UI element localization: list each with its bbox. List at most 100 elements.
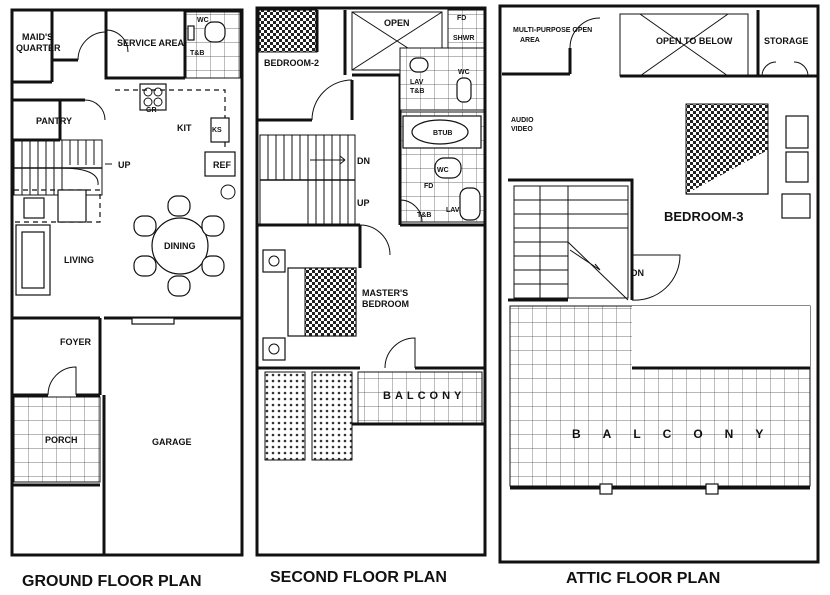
ground-tb-shelf [187, 25, 195, 41]
master-tb-door [399, 199, 423, 223]
attic-stair-door [631, 254, 681, 301]
burner-1 [143, 87, 153, 97]
label-ref: REF [213, 160, 232, 170]
burner-3 [143, 97, 153, 107]
label-lav-2: LAV [446, 207, 460, 214]
title-second-floor: SECOND FLOOR PLAN [270, 569, 447, 586]
label-living: LIVING [64, 255, 94, 265]
label-second-open: OPEN [384, 18, 410, 28]
storage-wall [620, 10, 818, 78]
label-lav: LAV [410, 79, 424, 86]
balcony-door-swing [384, 337, 416, 369]
ground-wc-fixture [204, 21, 226, 43]
sofa-cushion [21, 231, 45, 289]
label-porch: PORCH [45, 435, 78, 445]
lamp-1 [268, 255, 280, 267]
bedroom2-door-swing [311, 79, 353, 121]
label-attic-dn: DN [631, 268, 644, 278]
bedroom2-walls [257, 10, 347, 122]
maids-quarter-walls [12, 10, 78, 84]
label-second-balcony: BALCONY [383, 390, 465, 402]
lavatory-1 [409, 57, 429, 73]
label-fd-2: FD [424, 183, 433, 190]
label-second-dn: DN [357, 156, 370, 166]
nightstand-1 [262, 249, 286, 273]
label-bedroom2: BEDROOM-2 [264, 58, 319, 68]
burner-4 [153, 97, 163, 107]
shower-tiles [447, 9, 485, 49]
label-second-wc: WC [458, 69, 470, 76]
dining-set [133, 195, 225, 297]
label-second-up: UP [357, 198, 370, 208]
label-bedroom3: BEDROOM-3 [664, 209, 743, 224]
lavatory-2 [459, 187, 481, 221]
second-floor-plan [255, 6, 487, 557]
living-dashed-line [14, 189, 101, 223]
garage-walls [12, 395, 106, 555]
kitchen-sink [210, 117, 230, 143]
label-kit: KIT [177, 123, 192, 133]
label-foyer: FOYER [60, 337, 92, 347]
label-wc-2: WC [437, 167, 449, 174]
label-ground-up: UP [118, 160, 131, 170]
bedroom3-desk [781, 193, 811, 219]
label-pantry: PANTRY [36, 116, 72, 126]
bedroom3-bed-edge [686, 150, 769, 195]
second-stairs [259, 134, 356, 226]
label-second-tb: T&B [410, 88, 424, 95]
bedroom2-bed [258, 9, 318, 53]
ground-outer-wall [10, 8, 244, 557]
maids-door-swing [77, 31, 107, 61]
bedroom3-cabinet-1 [785, 115, 809, 149]
master-bed-cover [304, 267, 357, 337]
nightstand-2 [262, 337, 286, 361]
foyer-door-swing [47, 366, 77, 396]
second-stair-wall [257, 223, 362, 268]
second-hall-wall [350, 73, 402, 120]
label-dining: DINING [164, 241, 196, 251]
armchair [57, 189, 87, 223]
multi-purpose-walls [502, 48, 572, 76]
planter-1 [264, 371, 306, 461]
label-service-area: SERVICE AREA [117, 38, 185, 48]
planter-2 [311, 371, 353, 461]
wc-2 [434, 157, 462, 179]
title-attic-floor: ATTIC FLOOR PLAN [566, 570, 720, 587]
title-ground-floor: GROUND FLOOR PLAN [22, 573, 202, 590]
label-ground-tb: T&B [190, 50, 204, 57]
garage-window [131, 317, 175, 325]
second-balcony-tiles [357, 371, 483, 425]
label-fd: FD [457, 15, 466, 22]
kitchen-dashed-line [115, 89, 226, 150]
side-table [23, 197, 45, 219]
pantry-door-swing [84, 99, 106, 121]
attic-balcony-mask [632, 306, 810, 368]
second-open-area [351, 11, 443, 71]
ground-floor-plan [10, 8, 244, 557]
rail-post-1 [599, 483, 613, 495]
storage-doors [761, 61, 809, 77]
ground-stairs [13, 139, 112, 196]
label-btub: BTUB [433, 130, 452, 137]
label-attic-balcony: BALCONY [572, 427, 785, 441]
lamp-2 [268, 343, 280, 355]
burner-2 [153, 87, 163, 97]
label-open-to-below: OPEN TO BELOW [656, 36, 733, 46]
label-shwr: SHWR [453, 35, 474, 42]
column-circle [220, 184, 236, 200]
label-tb-2: T&B [417, 212, 431, 219]
ground-tb-tiles [184, 11, 241, 79]
attic-floor-plan [498, 4, 820, 564]
foyer-garage-walls [12, 316, 242, 395]
multi-purpose-door [569, 17, 601, 49]
open-to-below-cross [639, 13, 729, 77]
service-area-walls [104, 10, 185, 80]
label-storage: STORAGE [764, 36, 808, 46]
bathtub-basin [411, 119, 469, 145]
second-stair-door [359, 224, 391, 256]
